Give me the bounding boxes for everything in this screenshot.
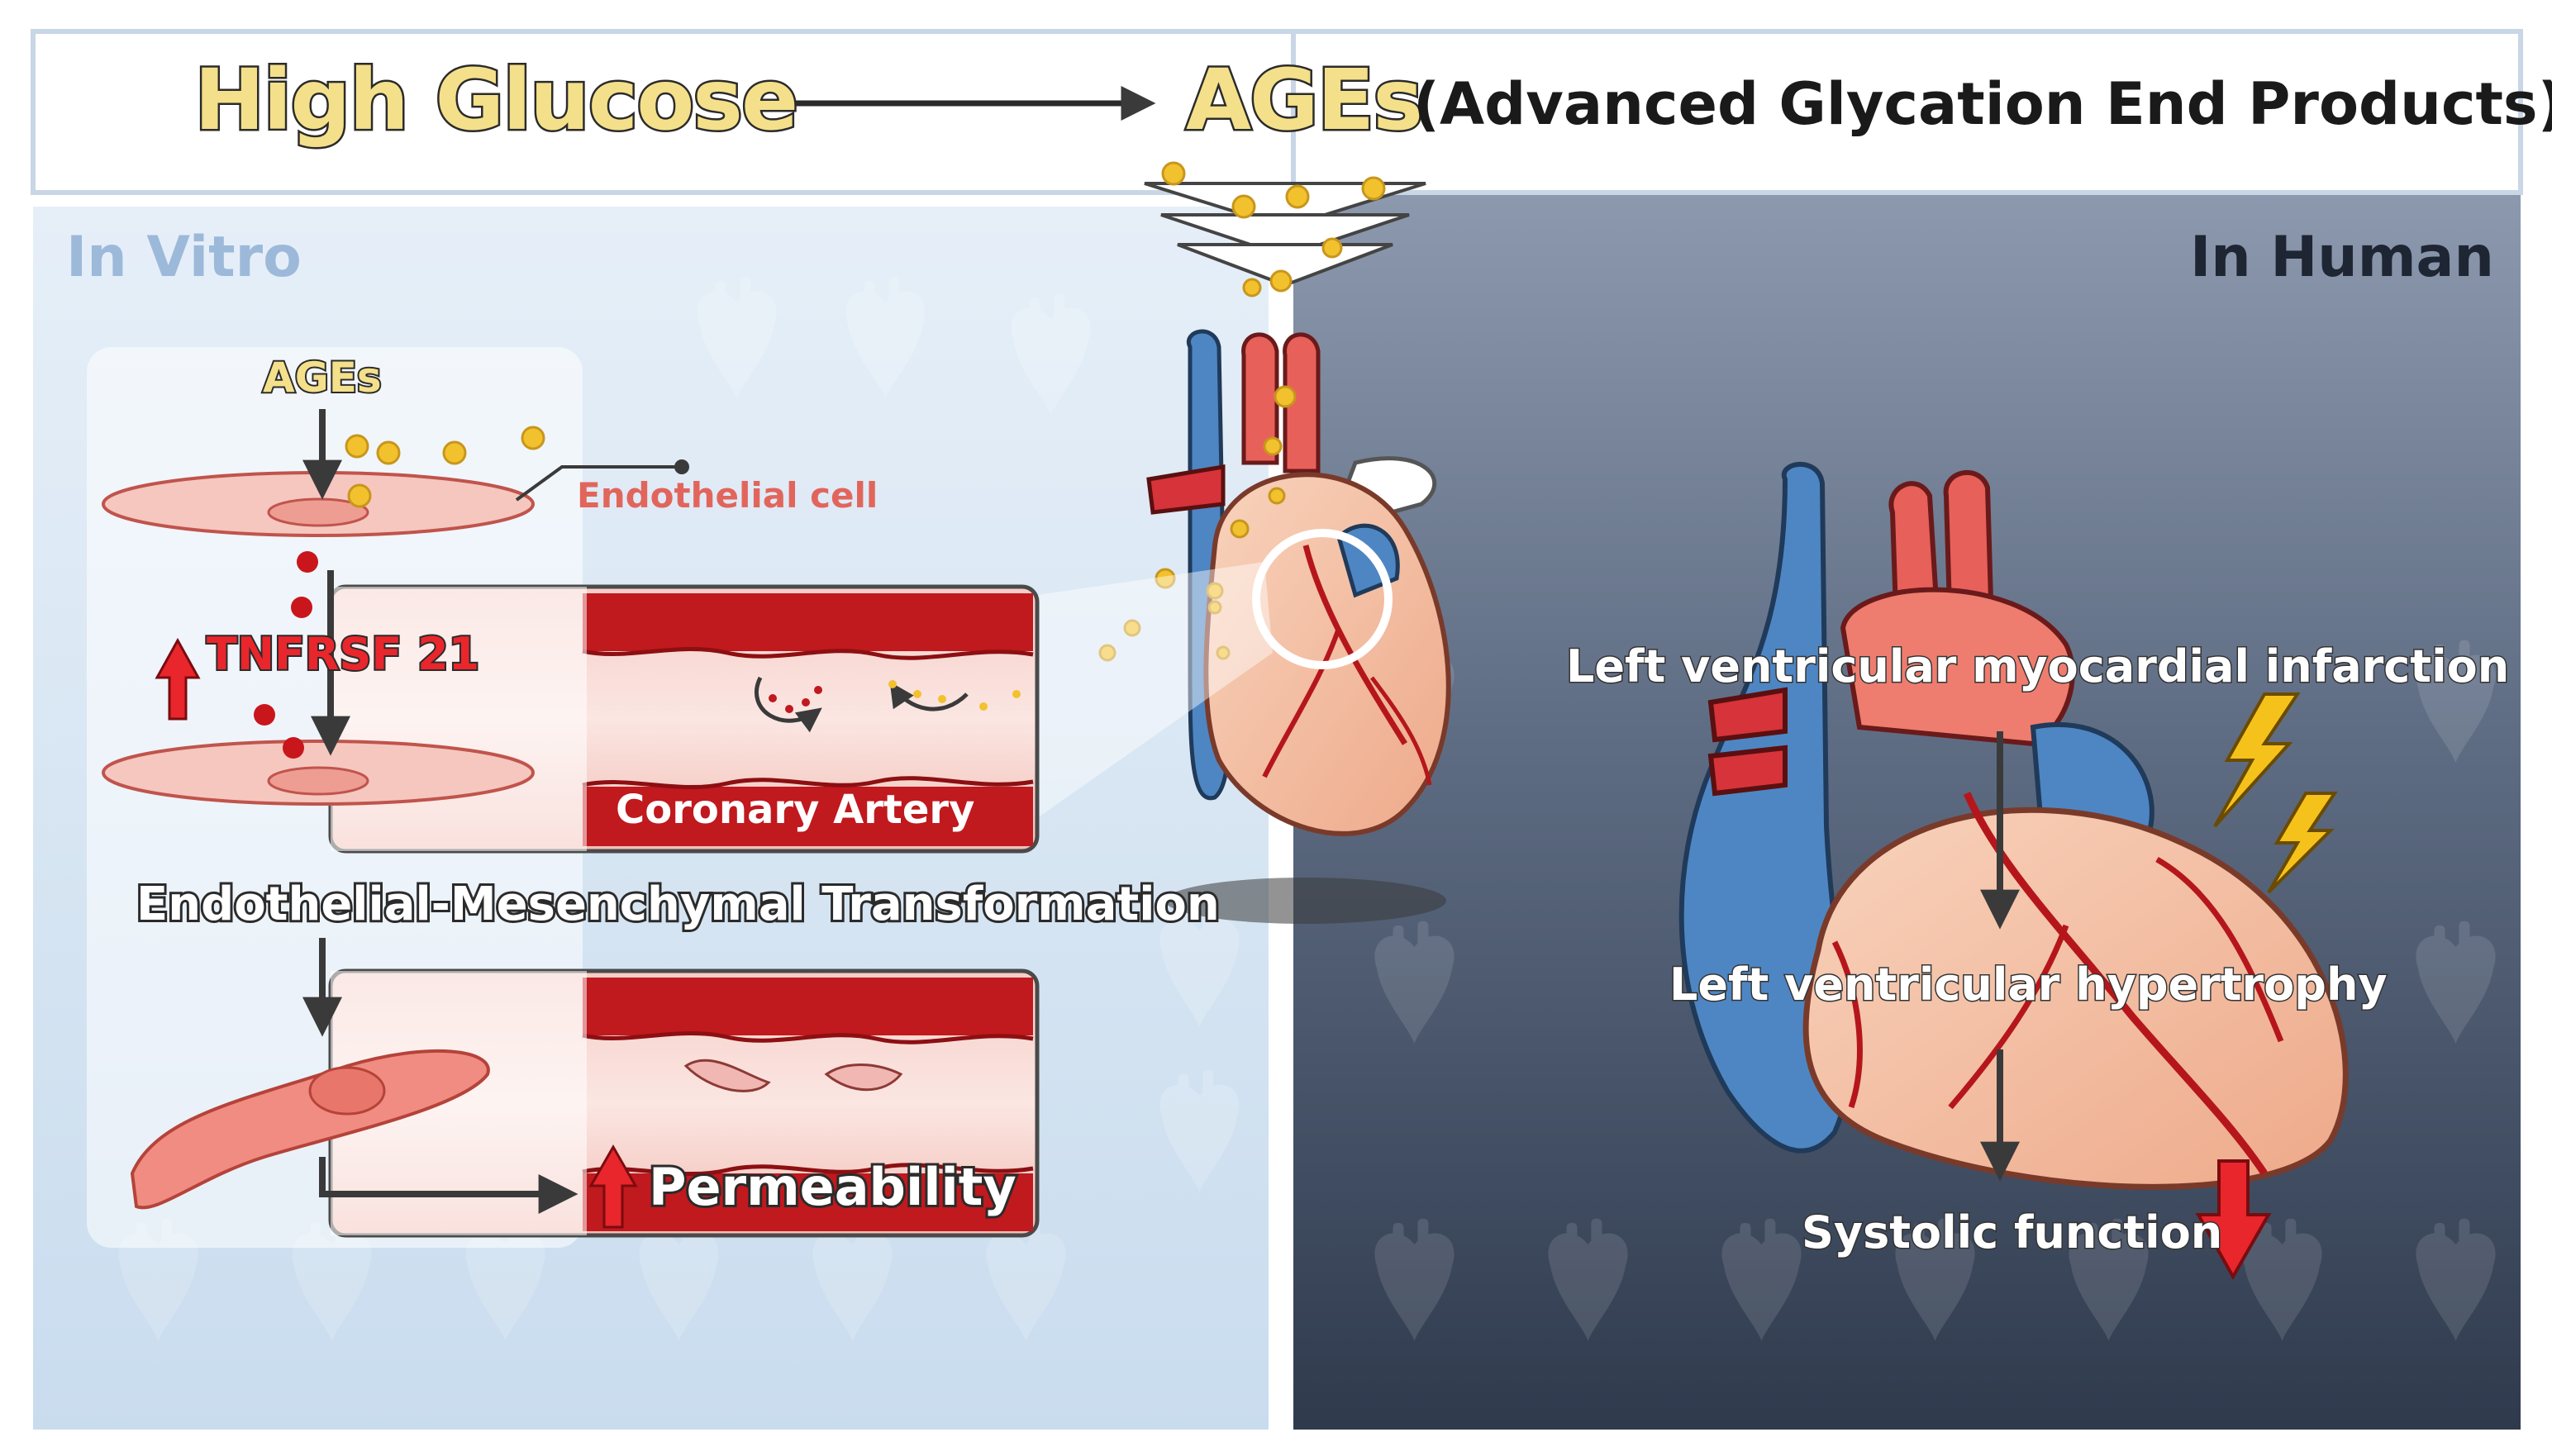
flow-arrows-left: [302, 409, 578, 1214]
ages-cell-label: AGEs: [261, 352, 383, 403]
permeability-label: Permeability: [646, 1154, 1019, 1220]
lightning-icon: [2213, 692, 2338, 894]
mesenchymal-cell: [130, 1049, 490, 1210]
endothelial-leader: [515, 465, 682, 502]
header-ages-expansion: (Advanced Glycation End Products): [1413, 70, 2552, 138]
human-step-hypertrophy: Left ventricular hypertrophy: [1669, 958, 2389, 1012]
ages-funnel: [1144, 161, 1426, 297]
header-ages: AGEs: [1183, 50, 1425, 152]
in-vitro-title: In Vitro: [66, 225, 302, 290]
in-human-panel: [1291, 29, 2523, 1430]
zoom-circle: [1252, 529, 1393, 669]
endothelial-cell-label: Endothelial cell: [577, 475, 878, 516]
coronary-artery-label: Coronary Artery: [616, 787, 975, 833]
human-heart-illustration: [1678, 461, 2349, 1190]
ages-dots-cell: [345, 426, 545, 508]
tnfrsf-label: TNFRSF 21: [205, 626, 481, 682]
systolic-down-arrow: [2195, 1159, 2272, 1281]
header-high-glucose: High Glucose: [192, 50, 800, 152]
endothelial-cells: [102, 471, 535, 1210]
tnfrsf-dots: [254, 551, 318, 759]
in-human-title: In Human: [2190, 225, 2494, 290]
human-step-mi: Left ventricular myocardial infarction: [1564, 640, 2510, 694]
zoom-projection: [1037, 562, 1273, 818]
human-step-systolic: Systolic function: [1800, 1206, 2223, 1260]
red-up-arrows: [155, 637, 638, 1229]
central-heart-illustration: [1098, 329, 1451, 924]
permeability-up-arrow: [588, 1144, 638, 1229]
heart-shadow: [1165, 878, 1446, 924]
endmt-label: Endothelial-Mesenchymal Transformation: [134, 875, 1222, 934]
tnfrsf-up-arrow: [155, 637, 201, 721]
